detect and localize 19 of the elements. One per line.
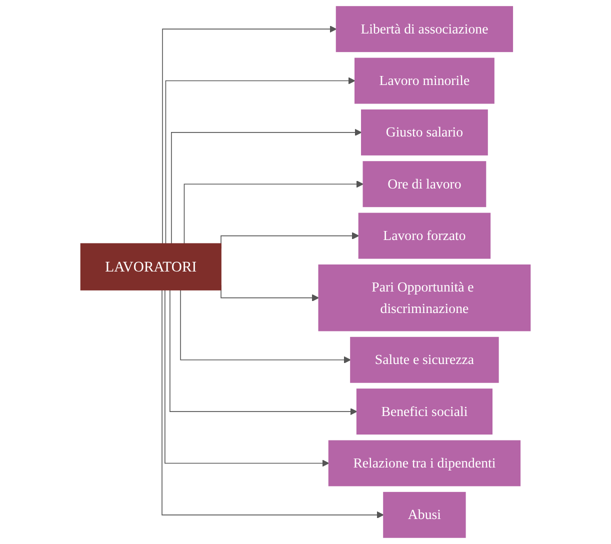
arrow xyxy=(184,180,364,244)
arrow xyxy=(171,128,362,244)
arrow xyxy=(164,290,330,467)
arrow xyxy=(180,290,351,364)
node-box: Abusi xyxy=(383,492,466,538)
node-box: Lavoro minorile xyxy=(354,58,494,104)
node-box: Lavoro forzato xyxy=(358,212,491,259)
node-box: Ore di lavoro xyxy=(362,161,486,208)
node-box: Pari Opportunità e discriminazione xyxy=(318,264,531,332)
arrow xyxy=(165,77,356,244)
node-box: Benefici sociali xyxy=(356,388,492,435)
node-box: Salute e sicurezza xyxy=(350,336,499,383)
node-box: Giusto salario xyxy=(361,109,488,156)
node-box: LAVORATORI xyxy=(80,243,222,290)
arrow xyxy=(170,290,358,416)
node-box: Relazione tra i dipendenti xyxy=(328,440,521,486)
node-box: Libertà di associazione xyxy=(336,6,514,52)
arrow xyxy=(162,26,337,244)
arrow xyxy=(162,290,384,518)
